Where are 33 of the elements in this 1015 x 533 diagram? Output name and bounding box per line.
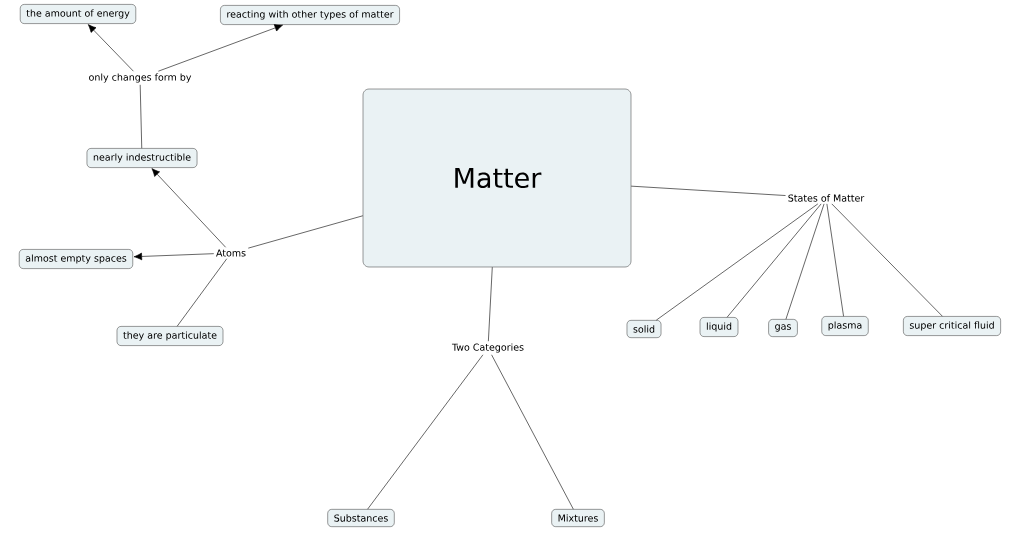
concept-box: liquid [699, 317, 739, 337]
connector-line [656, 203, 819, 321]
arrow [158, 24, 283, 72]
connector-line [491, 354, 574, 510]
concept-box: Substances [327, 509, 395, 527]
connector-line [726, 203, 822, 318]
connector-line [630, 185, 786, 196]
connector-line [247, 215, 364, 249]
connector-line [367, 354, 484, 510]
concept-box: solid [626, 320, 662, 338]
concept-box: plasma [821, 316, 869, 336]
connector-line [176, 258, 228, 327]
linking-phrase: States of Matter [785, 192, 867, 204]
linking-phrase: Atoms [213, 247, 249, 259]
arrow [87, 24, 134, 72]
linking-phrase: only changes form by [86, 71, 194, 85]
connector-line [826, 203, 844, 317]
concept-box: almost empty spaces [19, 249, 133, 269]
connector-line [139, 84, 143, 149]
connector-line [831, 203, 943, 317]
concept-box: the amount of energy [20, 4, 136, 24]
arrow [133, 252, 215, 261]
connector-line [785, 203, 825, 320]
concept-box: nearly indestructible [86, 148, 198, 168]
concept-box: Mixtures [551, 509, 605, 527]
linking-phrase: Two Categories [450, 341, 527, 355]
concept-box: they are particulate [116, 326, 224, 346]
concept-box: gas [768, 319, 798, 337]
arrow [151, 168, 226, 248]
main-concept-box: Matter [362, 88, 632, 268]
connector-line [488, 266, 493, 342]
concept-box: super critical fluid [903, 316, 1001, 336]
concept-box: reacting with other types of matter [220, 5, 400, 25]
